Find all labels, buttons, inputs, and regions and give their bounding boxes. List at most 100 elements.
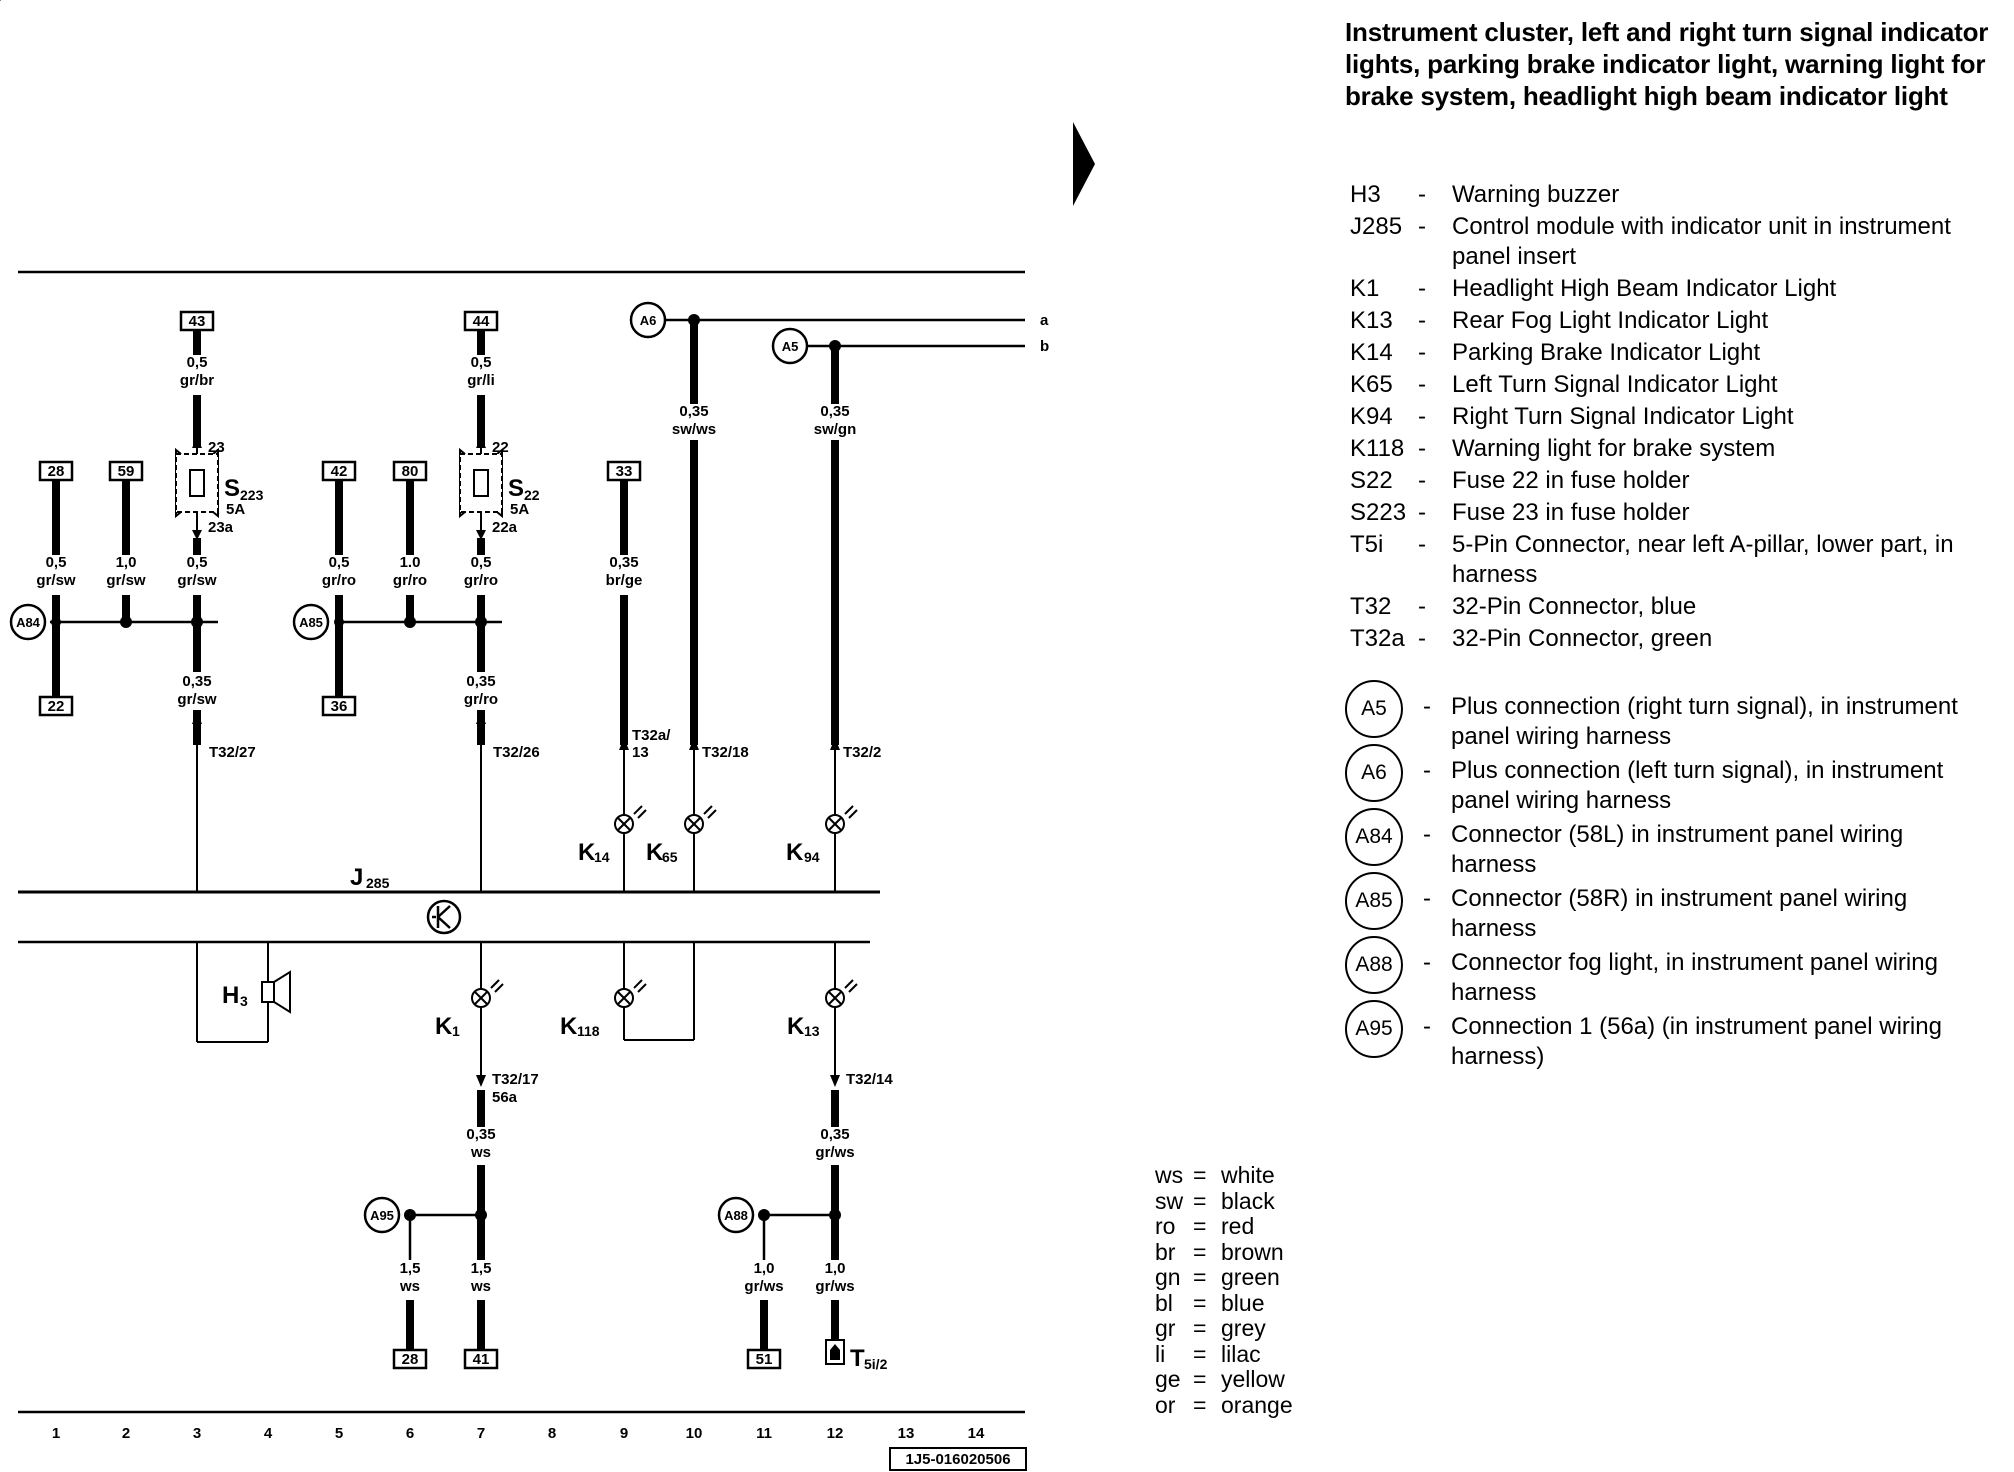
legend-code: H3	[1350, 181, 1381, 208]
legend-code: S223	[1350, 499, 1407, 526]
color-eq: =	[1193, 1264, 1207, 1290]
bus-label-b: b	[1040, 338, 1049, 355]
legend-desc: Rear Fog Light Indicator Light	[1452, 307, 1769, 334]
terminal-22: 22	[48, 698, 65, 715]
legend-code: K118	[1350, 435, 1405, 462]
terminal-36: 36	[331, 698, 348, 715]
pin-label: T32/18	[702, 744, 749, 761]
legend-row: H3-Warning buzzer	[1350, 180, 1990, 210]
track-number: 10	[686, 1425, 703, 1442]
wire-color-label: ws	[470, 1278, 491, 1295]
track-number: 11	[756, 1425, 772, 1442]
wire-size-label: 1,5	[471, 1260, 492, 1277]
track-number: 2	[122, 1425, 130, 1442]
lamp-k14-icon	[614, 805, 647, 834]
track-number: 12	[827, 1425, 844, 1442]
color-eq: =	[1193, 1315, 1207, 1341]
connection-desc: Connection 1 (56a) (in instrument panel …	[1451, 1013, 1942, 1070]
terminal-box: 59	[108, 460, 144, 482]
wire-color-label: gr/ws	[744, 1278, 783, 1295]
pin-label: T32/14	[846, 1071, 893, 1088]
wire-size-label: 1,0	[116, 554, 137, 571]
color-eq: =	[1193, 1289, 1207, 1316]
fuse-s22: S 22 5A 22 22a	[459, 438, 540, 540]
fuse-name: S	[224, 475, 240, 502]
color-name: brown	[1221, 1238, 1284, 1265]
legend-dash: -	[1423, 693, 1431, 720]
legend-dash: -	[1423, 1013, 1431, 1040]
legend-desc: Headlight High Beam Indicator Light	[1452, 275, 1837, 302]
pin-label: T32a/	[632, 727, 671, 744]
terminal-box: 22	[38, 695, 74, 717]
conn-label: A85	[299, 615, 323, 630]
terminal-28-bottom: 28	[402, 1351, 419, 1368]
color-row: gn=green	[1155, 1264, 1293, 1291]
connection-desc: Plus connection (left turn signal), in i…	[1451, 757, 1944, 814]
wire-color-label: sw/gn	[814, 421, 857, 438]
wire-color-label: gr/ro	[393, 572, 427, 589]
wire-color-label: gr/ws	[815, 1144, 854, 1161]
legend-row: K13-Rear Fog Light Indicator Light	[1350, 306, 1990, 336]
lamp-k13-icon	[825, 979, 858, 1008]
legend-dash: -	[1423, 949, 1431, 976]
legend-dash: -	[1418, 307, 1426, 334]
legend-code: K14	[1350, 339, 1393, 366]
wiring-diagram: 43 44 28 59 42 80 33 22 36 28 41	[0, 0, 1049, 1471]
label-k13-sub: 13	[804, 1023, 820, 1039]
legend-row: K65-Left Turn Signal Indicator Light	[1350, 370, 1990, 400]
legend-dash: -	[1418, 593, 1426, 620]
fuse-rating: 5A	[510, 501, 529, 518]
color-eq: =	[1193, 1238, 1207, 1265]
terminal-28: 28	[48, 463, 65, 480]
color-name: orange	[1221, 1391, 1293, 1418]
legend-row: S22-Fuse 22 in fuse holder	[1350, 466, 1990, 496]
legend-desc: Warning buzzer	[1452, 181, 1620, 208]
wire-color-label: br/ge	[606, 572, 643, 589]
color-abbr: gr	[1155, 1315, 1176, 1341]
wire-color-label: gr/sw	[36, 572, 76, 589]
wire-size-label: 0,5	[471, 554, 492, 571]
wire-color-label: gr/br	[180, 372, 214, 389]
wire-size-label: 0,5	[187, 554, 208, 571]
legend-dash: -	[1423, 821, 1431, 848]
terminal-box: 42	[321, 460, 357, 482]
fuse-sub: 22	[524, 487, 540, 503]
wire-size-label: 0,35	[820, 403, 849, 420]
fuse-out-pin: 23a	[208, 519, 234, 536]
legend-code: K13	[1350, 307, 1393, 334]
legend-code: T5i	[1350, 531, 1384, 558]
bus-label-a: a	[1040, 312, 1049, 329]
connection-circle-icon: A88	[1345, 936, 1403, 994]
wire-color-label: gr/ro	[464, 691, 498, 708]
label-h3-sub: 3	[240, 993, 248, 1009]
page-continue-arrow	[1073, 122, 1095, 206]
wire-color-label: gr/li	[467, 372, 495, 389]
legend-row: T32-32-Pin Connector, blue	[1350, 592, 1990, 622]
legend-dash: -	[1418, 499, 1426, 526]
color-name: yellow	[1221, 1366, 1285, 1392]
lamp-k65-icon	[684, 805, 717, 834]
connection-circle-icon: A6	[1345, 744, 1403, 802]
track-number: 6	[406, 1425, 414, 1442]
connection-circle-icon: A85	[1345, 872, 1403, 930]
legend-dash: -	[1423, 885, 1431, 912]
connection-row: A84-Connector (58L) in instrument panel …	[1345, 808, 1995, 878]
terminal-box: 44	[463, 310, 499, 332]
conn-circle-a84: A84	[9, 603, 47, 641]
wire-size-label: 0,35	[609, 554, 638, 571]
color-row: li=lilac	[1155, 1341, 1293, 1368]
track-number: 8	[548, 1425, 556, 1442]
conn-label: A88	[724, 1208, 748, 1223]
label-k94-sub: 94	[804, 849, 820, 865]
terminal-box: 80	[392, 460, 428, 482]
track-number: 13	[898, 1425, 915, 1442]
color-abbr: ge	[1155, 1366, 1181, 1392]
terminal-box: 33	[606, 460, 642, 482]
wire-size-label: 0,35	[679, 403, 708, 420]
conn-label: A95	[370, 1208, 394, 1223]
legend-code: T32	[1350, 593, 1392, 620]
label-k1: K	[435, 1013, 453, 1040]
legend-desc: Right Turn Signal Indicator Light	[1452, 403, 1794, 430]
page-title: Instrument cluster, left and right turn …	[1345, 17, 1989, 111]
